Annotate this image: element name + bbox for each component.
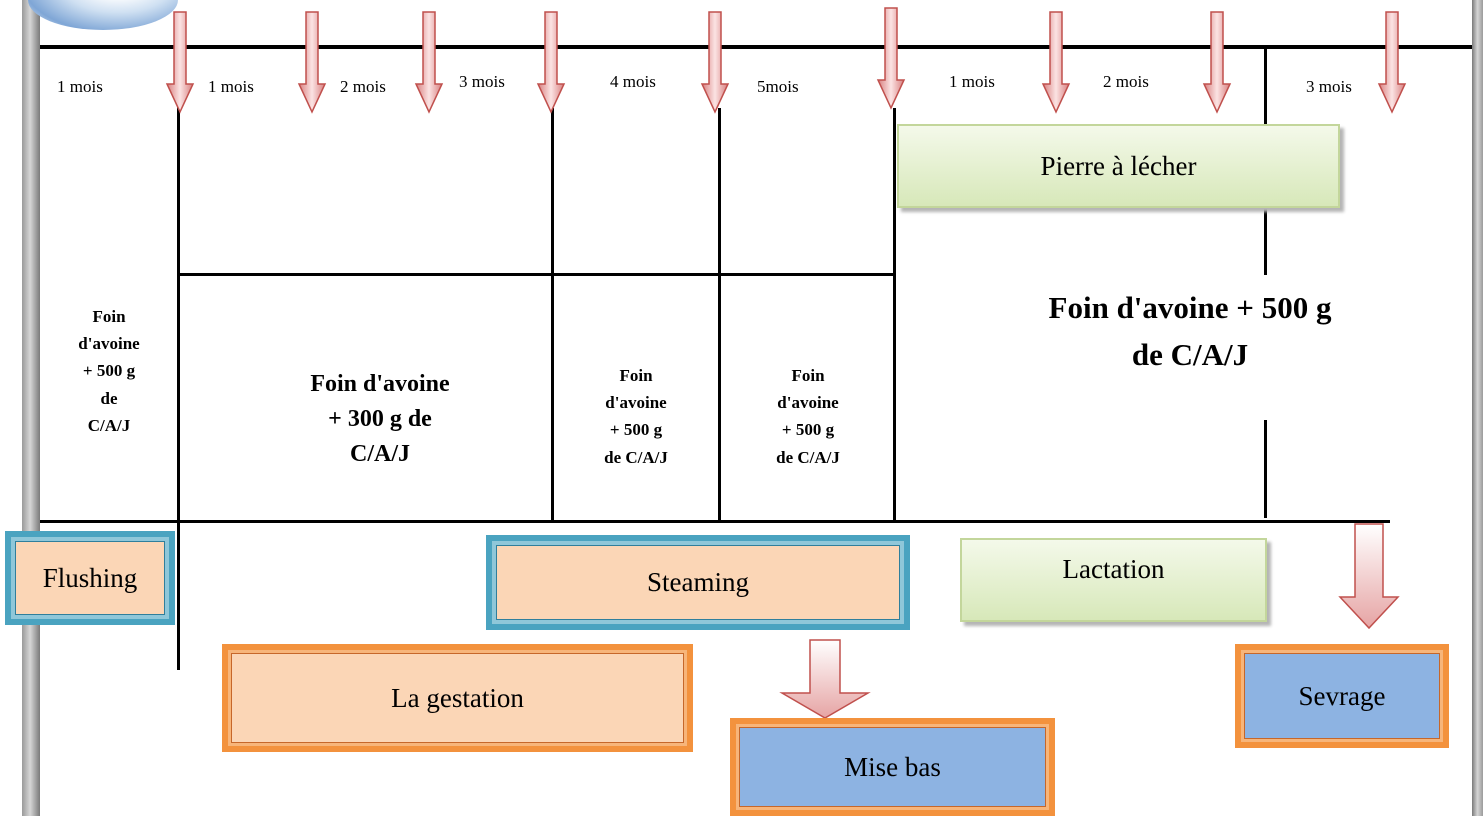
gestation-divider-line [178, 273, 895, 276]
feeding-line: d'avoine [605, 393, 667, 413]
feeding-line: + 500 g [781, 420, 835, 440]
sevrage-box: Sevrage [1235, 644, 1449, 748]
column-line-5b [1264, 420, 1267, 518]
down-arrow-icon [165, 11, 195, 114]
feeding-line: de C/A/J [1131, 336, 1249, 372]
down-arrow-icon [1338, 523, 1400, 630]
feeding-line: d'avoine [78, 334, 140, 354]
feeding-line: Foin [619, 366, 653, 385]
down-arrow-icon [876, 7, 906, 110]
month-label: 2 mois [1103, 72, 1149, 91]
feeding-cell-month5: Foin d'avoine + 500 g de C/A/J [728, 362, 888, 471]
down-arrow-icon [1041, 11, 1071, 114]
column-line-3 [718, 108, 721, 522]
gestation-label: La gestation [391, 682, 524, 713]
down-arrow-icon [414, 11, 444, 114]
gestation-box: La gestation [222, 644, 693, 752]
feeding-line: de [100, 388, 118, 408]
month-label: 3 mois [459, 72, 505, 91]
column-line-1 [177, 100, 180, 670]
month-label: 2 mois [340, 77, 386, 96]
month-label: 4 mois [610, 72, 656, 91]
feeding-line: Foin d'avoine [310, 371, 450, 397]
steaming-label: Steaming [647, 567, 749, 597]
feeding-cell-gestation: Foin d'avoine + 300 g de C/A/J [250, 367, 510, 471]
feeding-line: Foin [791, 366, 825, 385]
down-arrow-icon [700, 11, 730, 114]
down-arrow-icon [536, 11, 566, 114]
feeding-cell-month4: Foin d'avoine + 500 g de C/A/J [556, 362, 716, 471]
feeding-line: de C/A/J [604, 447, 668, 467]
month-label: 1 mois [57, 77, 103, 96]
feeding-line: + 500 g [82, 361, 136, 381]
mise-bas-label: Mise bas [844, 751, 941, 782]
steaming-box: Steaming [486, 535, 910, 630]
page-frame-right [1472, 0, 1483, 816]
mise-bas-box: Mise bas [730, 718, 1055, 816]
flushing-label: Flushing [42, 562, 138, 593]
feeding-line: Foin [92, 307, 126, 326]
feeding-line: de C/A/J [776, 447, 840, 467]
feeding-cell-lactation: Foin d'avoine + 500 g de C/A/J [990, 285, 1390, 378]
feeding-line: Foin d'avoine + 500 g [1048, 290, 1332, 325]
flushing-box: Flushing [5, 531, 175, 625]
column-line-2 [551, 108, 554, 522]
lactation-label: Lactation [1062, 554, 1165, 584]
down-arrow-icon [779, 639, 871, 719]
feeding-line: + 500 g [609, 420, 663, 440]
month-label: 1 mois [949, 72, 995, 91]
month-label: 3 mois [1306, 77, 1352, 96]
feeding-line: C/A/J [350, 440, 410, 467]
month-label: 1 mois [208, 77, 254, 96]
feeding-cell-flushing: Foin d'avoine + 500 g de C/A/J [44, 303, 174, 439]
lactation-box: Lactation [960, 538, 1267, 622]
sevrage-label: Sevrage [1298, 680, 1386, 711]
down-arrow-icon [1377, 11, 1407, 114]
feeding-line: C/A/J [87, 415, 131, 435]
pierre-a-lecher-label: Pierre à lécher [1040, 150, 1197, 181]
feeding-line: + 300 g de [328, 405, 432, 432]
down-arrow-icon [1202, 11, 1232, 114]
feeding-line: d'avoine [777, 393, 839, 413]
timeline-axis [40, 45, 1472, 49]
column-line-4 [893, 108, 896, 522]
month-label: 5mois [757, 77, 799, 96]
down-arrow-icon [297, 11, 327, 114]
pierre-a-lecher-box: Pierre à lécher [897, 124, 1340, 208]
table-bottom-line [40, 520, 1390, 523]
